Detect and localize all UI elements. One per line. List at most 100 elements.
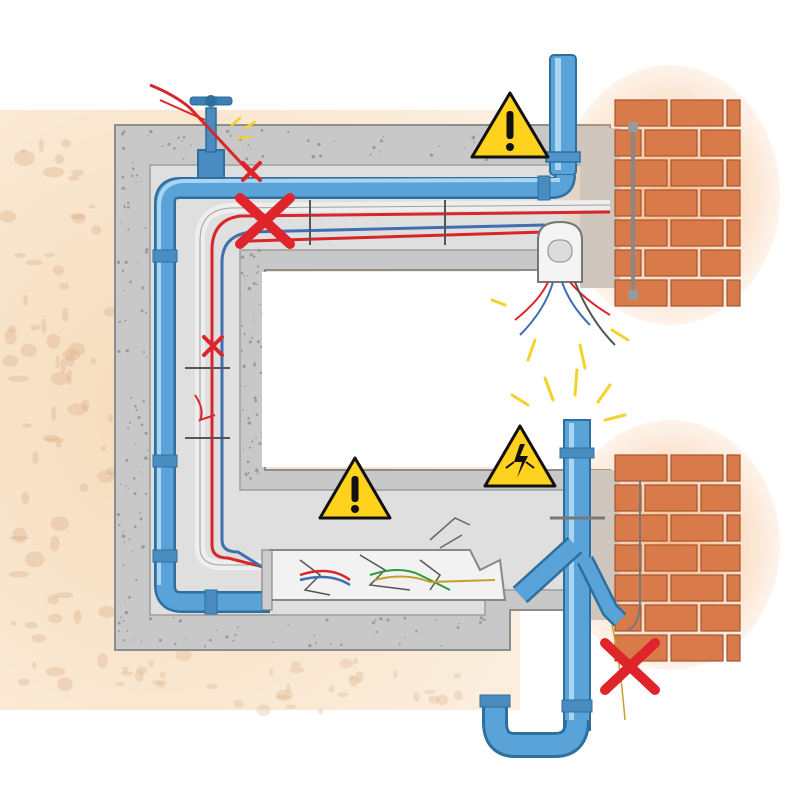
brick — [700, 604, 741, 632]
concrete-speck — [126, 201, 130, 205]
soil-speck — [122, 666, 128, 674]
concrete-speck — [253, 361, 256, 364]
concrete-speck — [317, 142, 321, 147]
concrete-speck — [242, 409, 244, 412]
concrete-speck — [379, 139, 384, 143]
drain-highlight — [569, 423, 574, 723]
concrete-speck — [203, 645, 207, 648]
concrete-speck — [375, 630, 378, 634]
concrete-speck — [256, 283, 258, 286]
soil-speck — [67, 342, 86, 356]
concrete-speck — [236, 626, 239, 629]
soil-speck — [13, 150, 35, 166]
conduit-crack — [299, 559, 331, 596]
concrete-speck — [122, 564, 125, 567]
concrete-speck — [257, 270, 259, 273]
soil-speck — [38, 138, 44, 152]
spark-icon — [526, 338, 537, 362]
concrete-speck — [123, 204, 125, 207]
soil-speck — [30, 324, 41, 331]
concrete-speck — [484, 158, 488, 162]
concrete-speck — [118, 524, 121, 527]
concrete-speck — [244, 385, 246, 388]
concrete-speck — [225, 129, 230, 134]
concrete-speck — [339, 643, 343, 647]
concrete-speck — [123, 541, 126, 544]
soil-speck — [79, 483, 89, 493]
soil-speck — [108, 413, 113, 423]
concrete-speck — [131, 174, 134, 178]
concrete-speck — [118, 320, 121, 324]
conduit-crack — [419, 559, 442, 591]
concrete-speck — [124, 319, 127, 322]
drain-coupling — [559, 447, 595, 459]
warning-triangle-icon — [318, 456, 392, 520]
red-x-icon — [235, 193, 295, 249]
exposed-wire — [299, 569, 351, 582]
concrete-speck — [379, 150, 382, 153]
soil-speck — [25, 621, 38, 629]
concrete-speck — [241, 324, 244, 327]
concrete-speck — [241, 349, 244, 352]
soil-speck — [286, 682, 291, 694]
concrete-speck — [429, 153, 434, 157]
soil-speck — [43, 434, 60, 442]
concrete-speck — [144, 492, 148, 495]
exposed-wire — [514, 281, 549, 321]
concrete-speck — [121, 175, 125, 179]
soil-speck — [54, 154, 64, 165]
soil-speck — [20, 148, 27, 154]
soil-speck — [9, 535, 29, 541]
concrete-speck — [132, 639, 134, 641]
concrete-speck — [456, 626, 460, 630]
concrete-speck — [128, 422, 131, 425]
soil-speck — [233, 699, 244, 709]
brick — [644, 544, 698, 572]
concrete-speck — [144, 227, 147, 230]
concrete-speck — [126, 630, 129, 633]
concrete-speck — [479, 616, 483, 620]
concrete-speck — [178, 619, 183, 623]
concrete-speck — [245, 157, 249, 161]
concrete-speck — [308, 643, 312, 648]
soil-speck — [20, 343, 37, 357]
concrete-speck — [260, 128, 264, 132]
soil-speck — [4, 328, 17, 345]
concrete-speck — [287, 130, 290, 134]
concrete-speck — [216, 629, 219, 632]
cracked-conduit-icon — [269, 549, 507, 601]
concrete-speck — [125, 459, 129, 462]
valve-sparks — [230, 116, 257, 140]
trap-coupling — [561, 699, 593, 713]
soil-speck — [348, 675, 360, 687]
concrete-speck — [133, 525, 137, 529]
concrete-speck — [135, 182, 137, 184]
soil-speck — [23, 294, 28, 306]
brick — [644, 249, 698, 277]
concrete-speck — [117, 349, 121, 353]
conduit-edge — [199, 204, 611, 566]
concrete-speck — [140, 309, 144, 313]
pipe-highlight — [157, 178, 561, 585]
soil-speck — [155, 681, 166, 688]
brick — [614, 129, 642, 157]
soil-speck — [339, 658, 354, 669]
trap-coupling — [479, 694, 511, 708]
concrete-speck — [473, 141, 476, 144]
concrete-speck — [249, 253, 253, 257]
soil-speck — [355, 671, 364, 684]
loose-wire-red-2 — [159, 99, 206, 121]
junction-box-cover — [547, 239, 573, 263]
soil-speck — [61, 308, 69, 322]
concrete-speck — [255, 413, 259, 417]
soil-speck — [17, 678, 30, 686]
concrete-speck — [229, 134, 232, 138]
soil-speck — [275, 689, 294, 701]
soil-speck — [151, 679, 167, 685]
soil-speck — [31, 633, 46, 643]
brick — [726, 159, 741, 187]
concrete-speck — [135, 174, 139, 177]
exclamation-dot — [506, 143, 514, 151]
brick — [726, 574, 741, 602]
bricks-lower — [614, 454, 741, 662]
